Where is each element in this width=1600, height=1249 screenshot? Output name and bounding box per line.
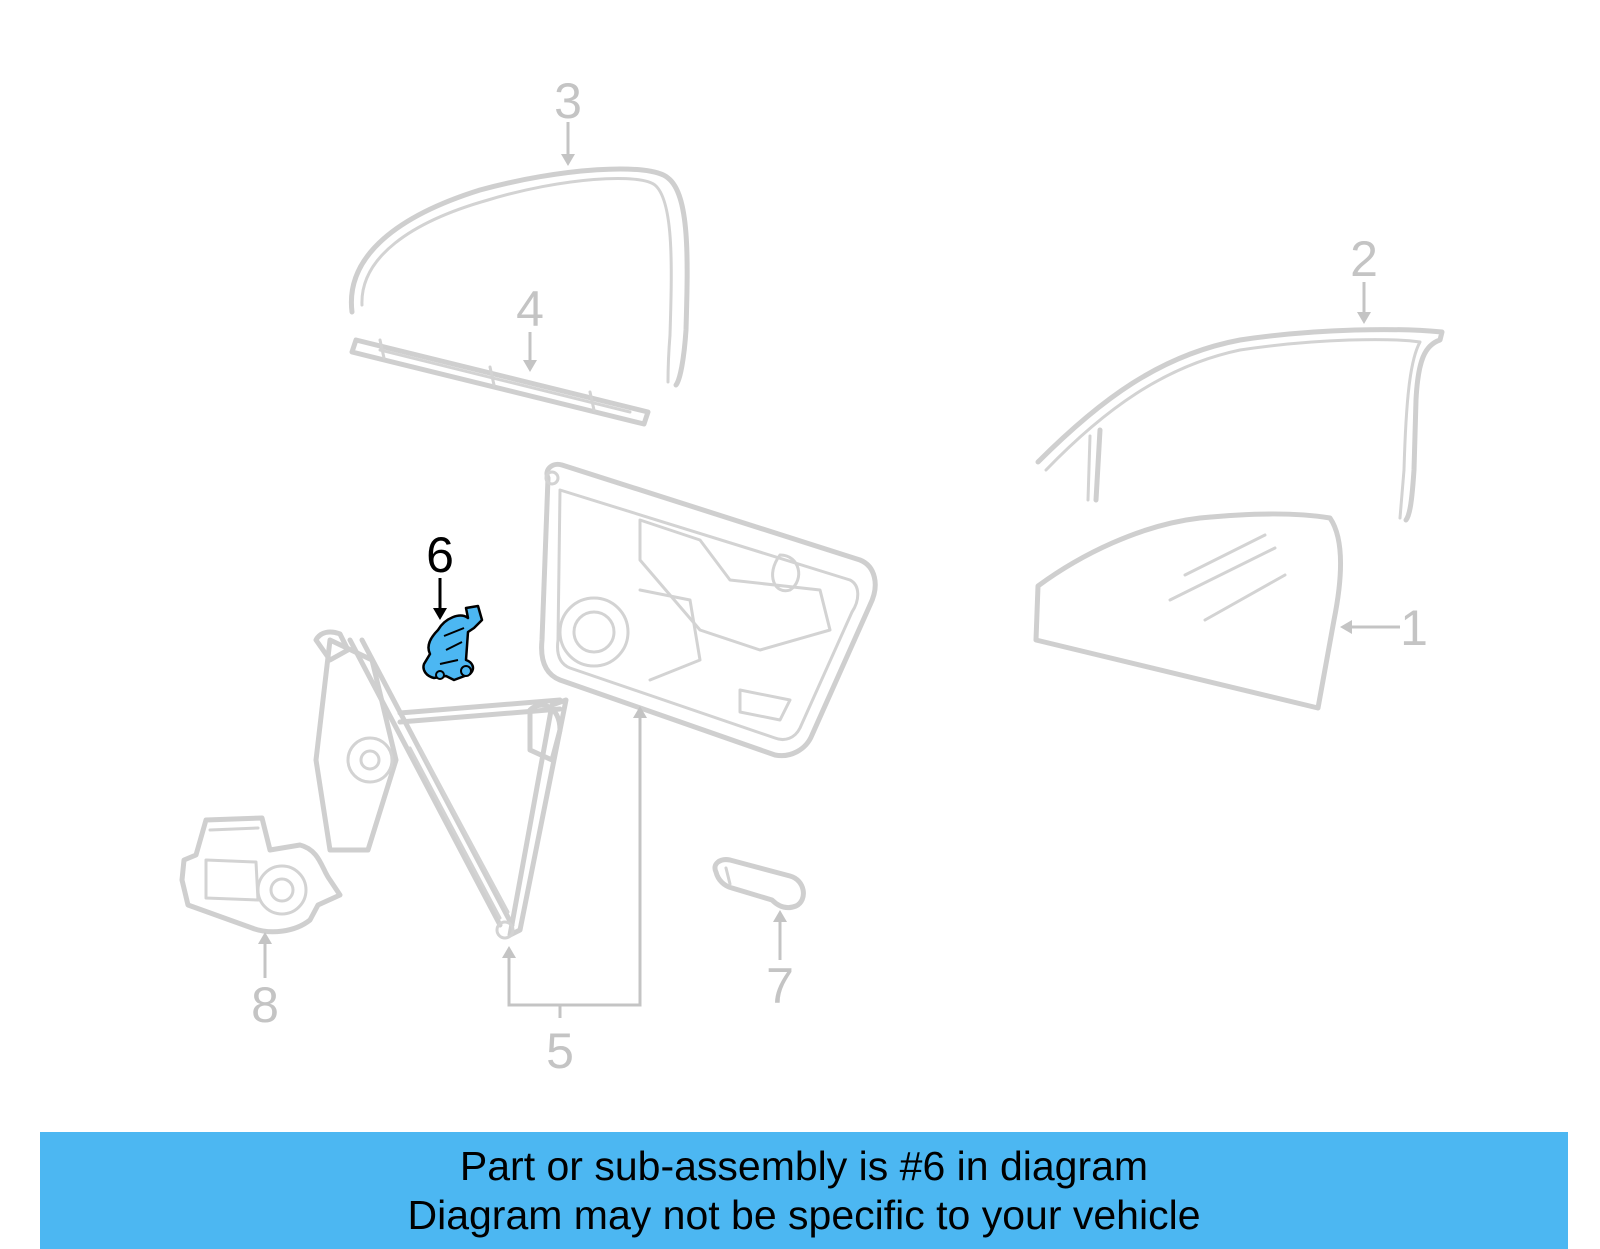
leader-lines [258, 122, 1400, 1018]
callout-2: 2 [1350, 231, 1378, 287]
callout-7: 7 [766, 958, 794, 1014]
parts-diagram: 3 4 2 1 6 5 7 8 [179, 73, 1445, 1079]
info-banner: Part or sub-assembly is #6 in diagram Di… [40, 1132, 1568, 1249]
callout-labels: 3 4 2 1 6 5 7 8 [251, 73, 1428, 1079]
banner-line-2: Diagram may not be specific to your vehi… [407, 1192, 1201, 1238]
part-4-belt-molding [349, 337, 651, 427]
banner-line-1: Part or sub-assembly is #6 in diagram [459, 1143, 1149, 1189]
callout-1: 1 [1400, 600, 1428, 656]
part-3-frame-seal [348, 166, 690, 388]
part-5-regulator [313, 629, 569, 940]
callout-4: 4 [516, 281, 544, 337]
part-7-crank-handle [712, 857, 806, 911]
door-inner-panel [539, 461, 878, 759]
part-6-highlighted [422, 604, 484, 682]
part-8-window-motor [179, 815, 343, 935]
callout-6: 6 [426, 527, 454, 583]
part-2-frame-molding [1035, 327, 1445, 523]
callout-3: 3 [554, 73, 582, 129]
callout-8: 8 [251, 977, 279, 1033]
part-1-door-glass [1033, 511, 1344, 711]
callout-5: 5 [546, 1023, 574, 1079]
